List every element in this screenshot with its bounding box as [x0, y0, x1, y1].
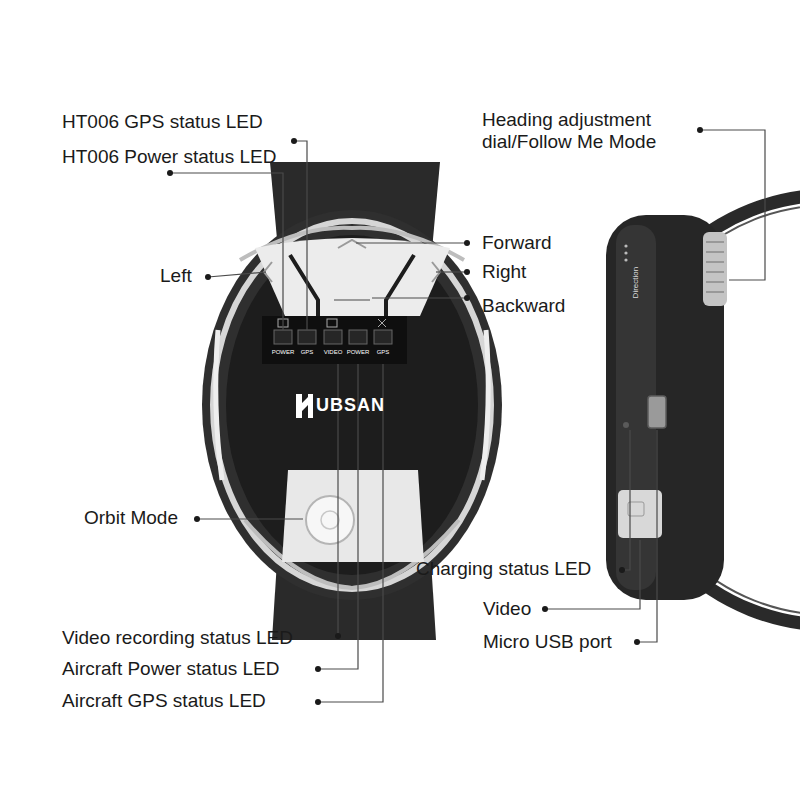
callout-label: Video recording status LED	[62, 627, 293, 649]
leader-line	[436, 271, 467, 272]
leader-dot	[697, 127, 703, 133]
callout-label: Aircraft GPS status LED	[62, 690, 266, 712]
led	[324, 330, 342, 344]
backward-mark	[334, 299, 370, 301]
led	[374, 330, 392, 344]
orbit-icon	[321, 511, 339, 529]
direction-pad	[255, 238, 450, 316]
led-icon	[378, 319, 386, 327]
callout-label: HT006 GPS status LED	[62, 111, 263, 133]
leader-dot	[464, 240, 470, 246]
leader-dot	[291, 138, 297, 144]
brand-logo: UBSAN	[316, 395, 385, 416]
device-marking: GPS	[377, 349, 390, 356]
forward-mark	[338, 240, 366, 248]
callout-label: Right	[482, 261, 526, 283]
leader-dot	[194, 516, 200, 522]
leader-line	[197, 518, 303, 519]
callout-label: Aircraft Power status LED	[62, 658, 280, 680]
callout-label: Orbit Mode	[84, 507, 178, 529]
dial-ridges	[706, 242, 724, 292]
side-body	[606, 215, 724, 600]
leader-dots	[167, 127, 703, 705]
side-trim	[482, 330, 488, 480]
callout-label: Forward	[482, 232, 552, 254]
led-strip	[262, 316, 407, 364]
device-marking: POWER	[272, 349, 295, 356]
leader-line	[170, 173, 283, 330]
led	[349, 330, 367, 344]
leader-dot	[619, 567, 625, 573]
indicator-dot	[624, 251, 627, 254]
callout-label: Backward	[482, 295, 565, 317]
leader-line	[700, 130, 765, 280]
leader-dot	[205, 274, 211, 280]
leader-dot	[542, 606, 548, 612]
leader-dot	[464, 295, 470, 301]
indicator-dot	[624, 258, 627, 261]
heading-dial	[703, 232, 727, 306]
led	[298, 330, 316, 344]
watch-body	[202, 210, 502, 600]
indicator-dot	[624, 244, 627, 247]
video-button	[618, 490, 662, 538]
charging-led	[623, 422, 629, 428]
leader-dot	[315, 666, 321, 672]
leader-dot	[167, 170, 173, 176]
callout-label: Video	[483, 598, 531, 620]
callout-label: Micro USB port	[483, 631, 612, 653]
device-marking: GPS	[301, 349, 314, 356]
device-marking: VIDEO	[324, 349, 343, 356]
orbit-button	[306, 496, 354, 544]
leader-line	[372, 297, 467, 298]
leader-dot	[315, 699, 321, 705]
leader-dot	[335, 633, 341, 639]
orbit-panel	[282, 470, 424, 562]
leader-dot	[464, 269, 470, 275]
leader-dot	[634, 639, 640, 645]
leader-line	[637, 430, 657, 642]
leader-line	[294, 141, 307, 330]
pad-divider	[290, 255, 414, 316]
led-icon	[327, 319, 337, 327]
callout-label: Charging status LED	[416, 558, 591, 580]
callout-label: HT006 Power status LED	[62, 146, 276, 168]
watch-bezel-trim	[213, 221, 491, 589]
logo-icon	[296, 394, 313, 418]
leader-lines	[170, 130, 765, 702]
usb-port	[648, 396, 666, 428]
watch-face	[226, 235, 478, 575]
leader-line	[208, 272, 266, 277]
device-marking: POWER	[347, 349, 370, 356]
callout-label: Heading adjustment dial/Follow Me Mode	[482, 109, 697, 153]
side-trim	[216, 330, 222, 480]
leader-line	[622, 430, 630, 570]
leader-line	[356, 242, 467, 243]
led	[274, 330, 292, 344]
device-marking: Direction	[631, 267, 640, 299]
callout-label: Left	[160, 265, 192, 287]
